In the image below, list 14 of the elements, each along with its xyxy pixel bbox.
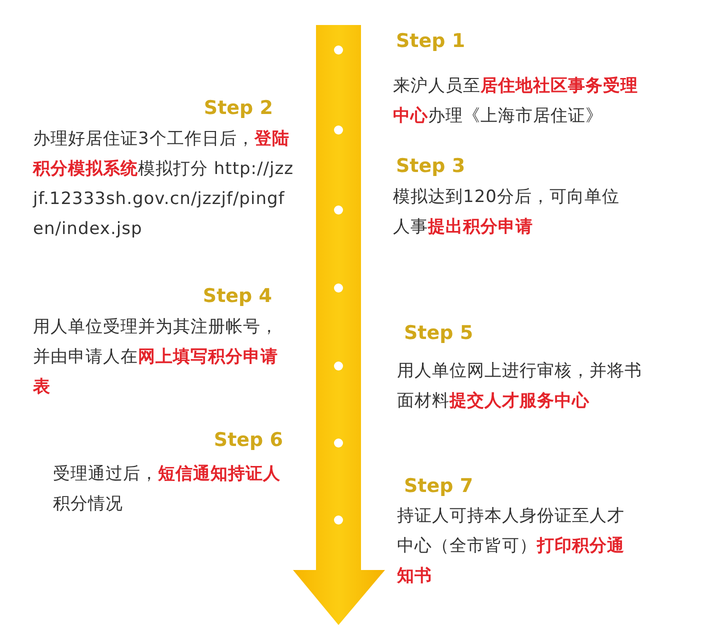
step-heading: Step 3 [396,155,466,177]
step-heading: Step 2 [204,97,273,119]
step-description: 用人单位受理并为其注册帐号，并由申请人在网上填写积分申请表 [33,316,279,399]
step-heading: Step 1 [396,30,466,52]
step-description: 受理通过后，短信通知持证人积分情况 [53,463,282,516]
step-description: 来沪人员至居住地社区事务受理中心办理《上海市居住证》 [393,75,639,128]
step-description: 用人单位网上进行审核，并将书面材料提交人才服务中心 [397,360,643,413]
step-description: 办理好居住证3个工作日后，登陆积分模拟系统模拟打分 http://jzzjf.12333sh.gov.cn/jzzjf/pingfen/index.jsp [33,128,295,241]
step-heading: Step 5 [404,322,474,344]
step-heading: Step 4 [202,285,272,307]
step-description: 持证人可持本人身份证至人才中心（全市皆可）打印积分通知书 [397,505,626,588]
step-heading: Step 6 [214,429,283,451]
step-heading: Step 7 [404,475,474,497]
step-description: 模拟达到120分后，可向单位人事提出积分申请 [393,186,620,239]
